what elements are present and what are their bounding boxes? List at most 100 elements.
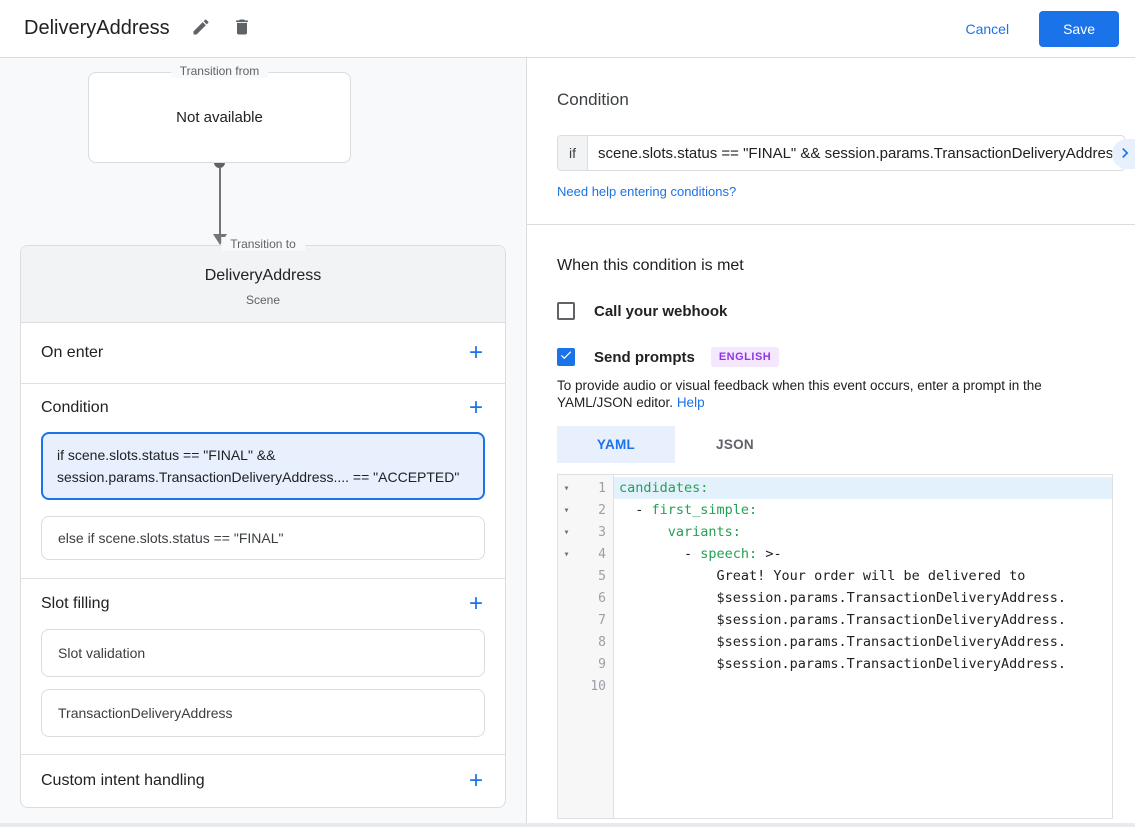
tab-yaml[interactable]: YAML [557, 426, 675, 463]
fold-toggle-icon[interactable]: ▾ [563, 548, 570, 560]
connector-line [218, 168, 221, 234]
line-number: 7 [598, 612, 606, 628]
prompt-description: To provide audio or visual feedback when… [557, 377, 1105, 411]
yaml-editor: ▾1 ▾2 ▾3 ▾4 5 6 7 8 9 10 candidates: - f… [557, 474, 1113, 819]
add-custom-intent-button[interactable]: + [468, 767, 483, 794]
gutter-row: ▾4 [558, 543, 613, 565]
slot-filling-section: Slot filling + Slot validation Transacti… [21, 578, 505, 737]
condition-section: Condition + if scene.slots.status == "FI… [21, 383, 505, 560]
line-number: 2 [598, 502, 606, 518]
scene-node-header[interactable]: DeliveryAddress Scene [21, 246, 505, 323]
gutter-row: 5 [558, 565, 613, 587]
gutter-row: 9 [558, 653, 613, 675]
fold-toggle-icon[interactable]: ▾ [563, 526, 570, 538]
gutter-row: 8 [558, 631, 613, 653]
code-editor-content[interactable]: candidates: - first_simple: variants: - … [614, 475, 1112, 818]
add-on-enter-button[interactable]: + [468, 339, 483, 366]
condition-card[interactable]: else if scene.slots.status == "FINAL" [41, 516, 485, 560]
code-key: candidates: [619, 480, 709, 496]
webhook-label[interactable]: Call your webhook [594, 302, 728, 320]
arrow-down-icon [212, 234, 227, 245]
gutter-row: ▾1 [558, 477, 613, 499]
language-badge: ENGLISH [710, 347, 780, 367]
line-number: 8 [598, 634, 606, 650]
fold-toggle-icon[interactable]: ▾ [563, 482, 570, 494]
code-text: - [619, 502, 652, 518]
condition-expression-value[interactable]: scene.slots.status == "FINAL" && session… [598, 144, 1121, 162]
code-key: speech: [700, 546, 758, 562]
prompt-description-text: To provide audio or visual feedback when… [557, 378, 1042, 410]
line-number: 4 [598, 546, 606, 562]
condition-card-selected[interactable]: if scene.slots.status == "FINAL" && sess… [41, 432, 485, 500]
check-icon [559, 348, 573, 367]
code-text [619, 524, 668, 540]
custom-intent-section: Custom intent handling + [21, 754, 505, 807]
code-text: $session.params.TransactionDeliveryAddre… [619, 590, 1067, 606]
code-text: $session.params.TransactionDeliveryAddre… [619, 634, 1067, 650]
code-line[interactable]: $session.params.TransactionDeliveryAddre… [614, 609, 1112, 631]
line-number: 10 [590, 678, 606, 694]
pencil-icon [191, 17, 211, 40]
chevron-right-icon [1115, 143, 1135, 166]
condition-met-heading: When this condition is met [557, 257, 744, 274]
code-key: first_simple: [651, 502, 758, 518]
code-text: $session.params.TransactionDeliveryAddre… [619, 612, 1067, 628]
help-link[interactable]: Help [676, 395, 705, 410]
fold-toggle-icon[interactable]: ▾ [563, 504, 570, 516]
send-prompts-label[interactable]: Send prompts [594, 348, 695, 366]
webhook-checkbox-row[interactable]: Call your webhook [557, 302, 1105, 320]
top-bar: DeliveryAddress Cancel Save [0, 0, 1135, 58]
condition-panel-title: Condition [557, 90, 629, 109]
code-line[interactable] [614, 675, 1112, 697]
editor-tabs: YAML JSON [557, 426, 1105, 463]
edit-title-button[interactable] [191, 17, 211, 40]
collapse-panel-button[interactable] [1112, 139, 1135, 169]
condition-detail-panel: Condition if scene.slots.status == "FINA… [527, 58, 1135, 827]
add-condition-button[interactable]: + [468, 394, 483, 421]
code-line[interactable]: candidates: [614, 477, 1112, 499]
code-text: >- [757, 546, 782, 562]
save-button[interactable]: Save [1039, 10, 1119, 47]
code-line[interactable]: variants: [614, 521, 1112, 543]
delete-scene-button[interactable] [232, 17, 252, 40]
code-line[interactable]: - first_simple: [614, 499, 1112, 521]
code-text: Great! Your order will be delivered to [619, 568, 1026, 584]
send-prompts-checkbox[interactable] [557, 348, 575, 366]
transition-from-label: Transition from [170, 64, 269, 78]
conditions-help-link[interactable]: Need help entering conditions? [557, 184, 737, 199]
panel-divider [527, 224, 1135, 225]
gutter-row: 6 [558, 587, 613, 609]
send-prompts-checkbox-row[interactable]: Send prompts ENGLISH [557, 347, 1105, 367]
code-line[interactable]: $session.params.TransactionDeliveryAddre… [614, 653, 1112, 675]
slot-card[interactable]: Slot validation [41, 629, 485, 677]
page-title: DeliveryAddress [24, 17, 170, 39]
slot-card[interactable]: TransactionDeliveryAddress [41, 689, 485, 737]
tab-json[interactable]: JSON [716, 437, 754, 452]
line-number: 6 [598, 590, 606, 606]
webhook-checkbox[interactable] [557, 302, 575, 320]
code-line[interactable]: Great! Your order will be delivered to [614, 565, 1112, 587]
code-text: $session.params.TransactionDeliveryAddre… [619, 656, 1067, 672]
add-slot-button[interactable]: + [468, 590, 483, 617]
scene-graph-panel: Transition from Not available Transition… [0, 58, 527, 827]
cancel-button[interactable]: Cancel [965, 20, 1010, 37]
condition-expression-field[interactable]: if scene.slots.status == "FINAL" && sess… [557, 135, 1125, 171]
code-line[interactable]: $session.params.TransactionDeliveryAddre… [614, 587, 1112, 609]
on-enter-section: On enter + [21, 323, 505, 383]
transition-from-value: Not available [176, 109, 263, 126]
code-line[interactable]: - speech: >- [614, 543, 1112, 565]
transition-to-label: Transition to [221, 237, 305, 251]
line-number: 9 [598, 656, 606, 672]
scene-node-card: Transition to DeliveryAddress Scene On e… [20, 237, 506, 808]
gutter-row: ▾2 [558, 499, 613, 521]
if-prefix: if [558, 136, 588, 170]
gutter-row: 7 [558, 609, 613, 631]
condition-label: Condition [41, 399, 109, 416]
trash-icon [232, 17, 252, 40]
slot-filling-label: Slot filling [41, 595, 110, 612]
code-line[interactable]: $session.params.TransactionDeliveryAddre… [614, 631, 1112, 653]
scene-name: DeliveryAddress [204, 267, 322, 284]
line-number: 1 [598, 480, 606, 496]
editor-gutter: ▾1 ▾2 ▾3 ▾4 5 6 7 8 9 10 [558, 475, 614, 818]
